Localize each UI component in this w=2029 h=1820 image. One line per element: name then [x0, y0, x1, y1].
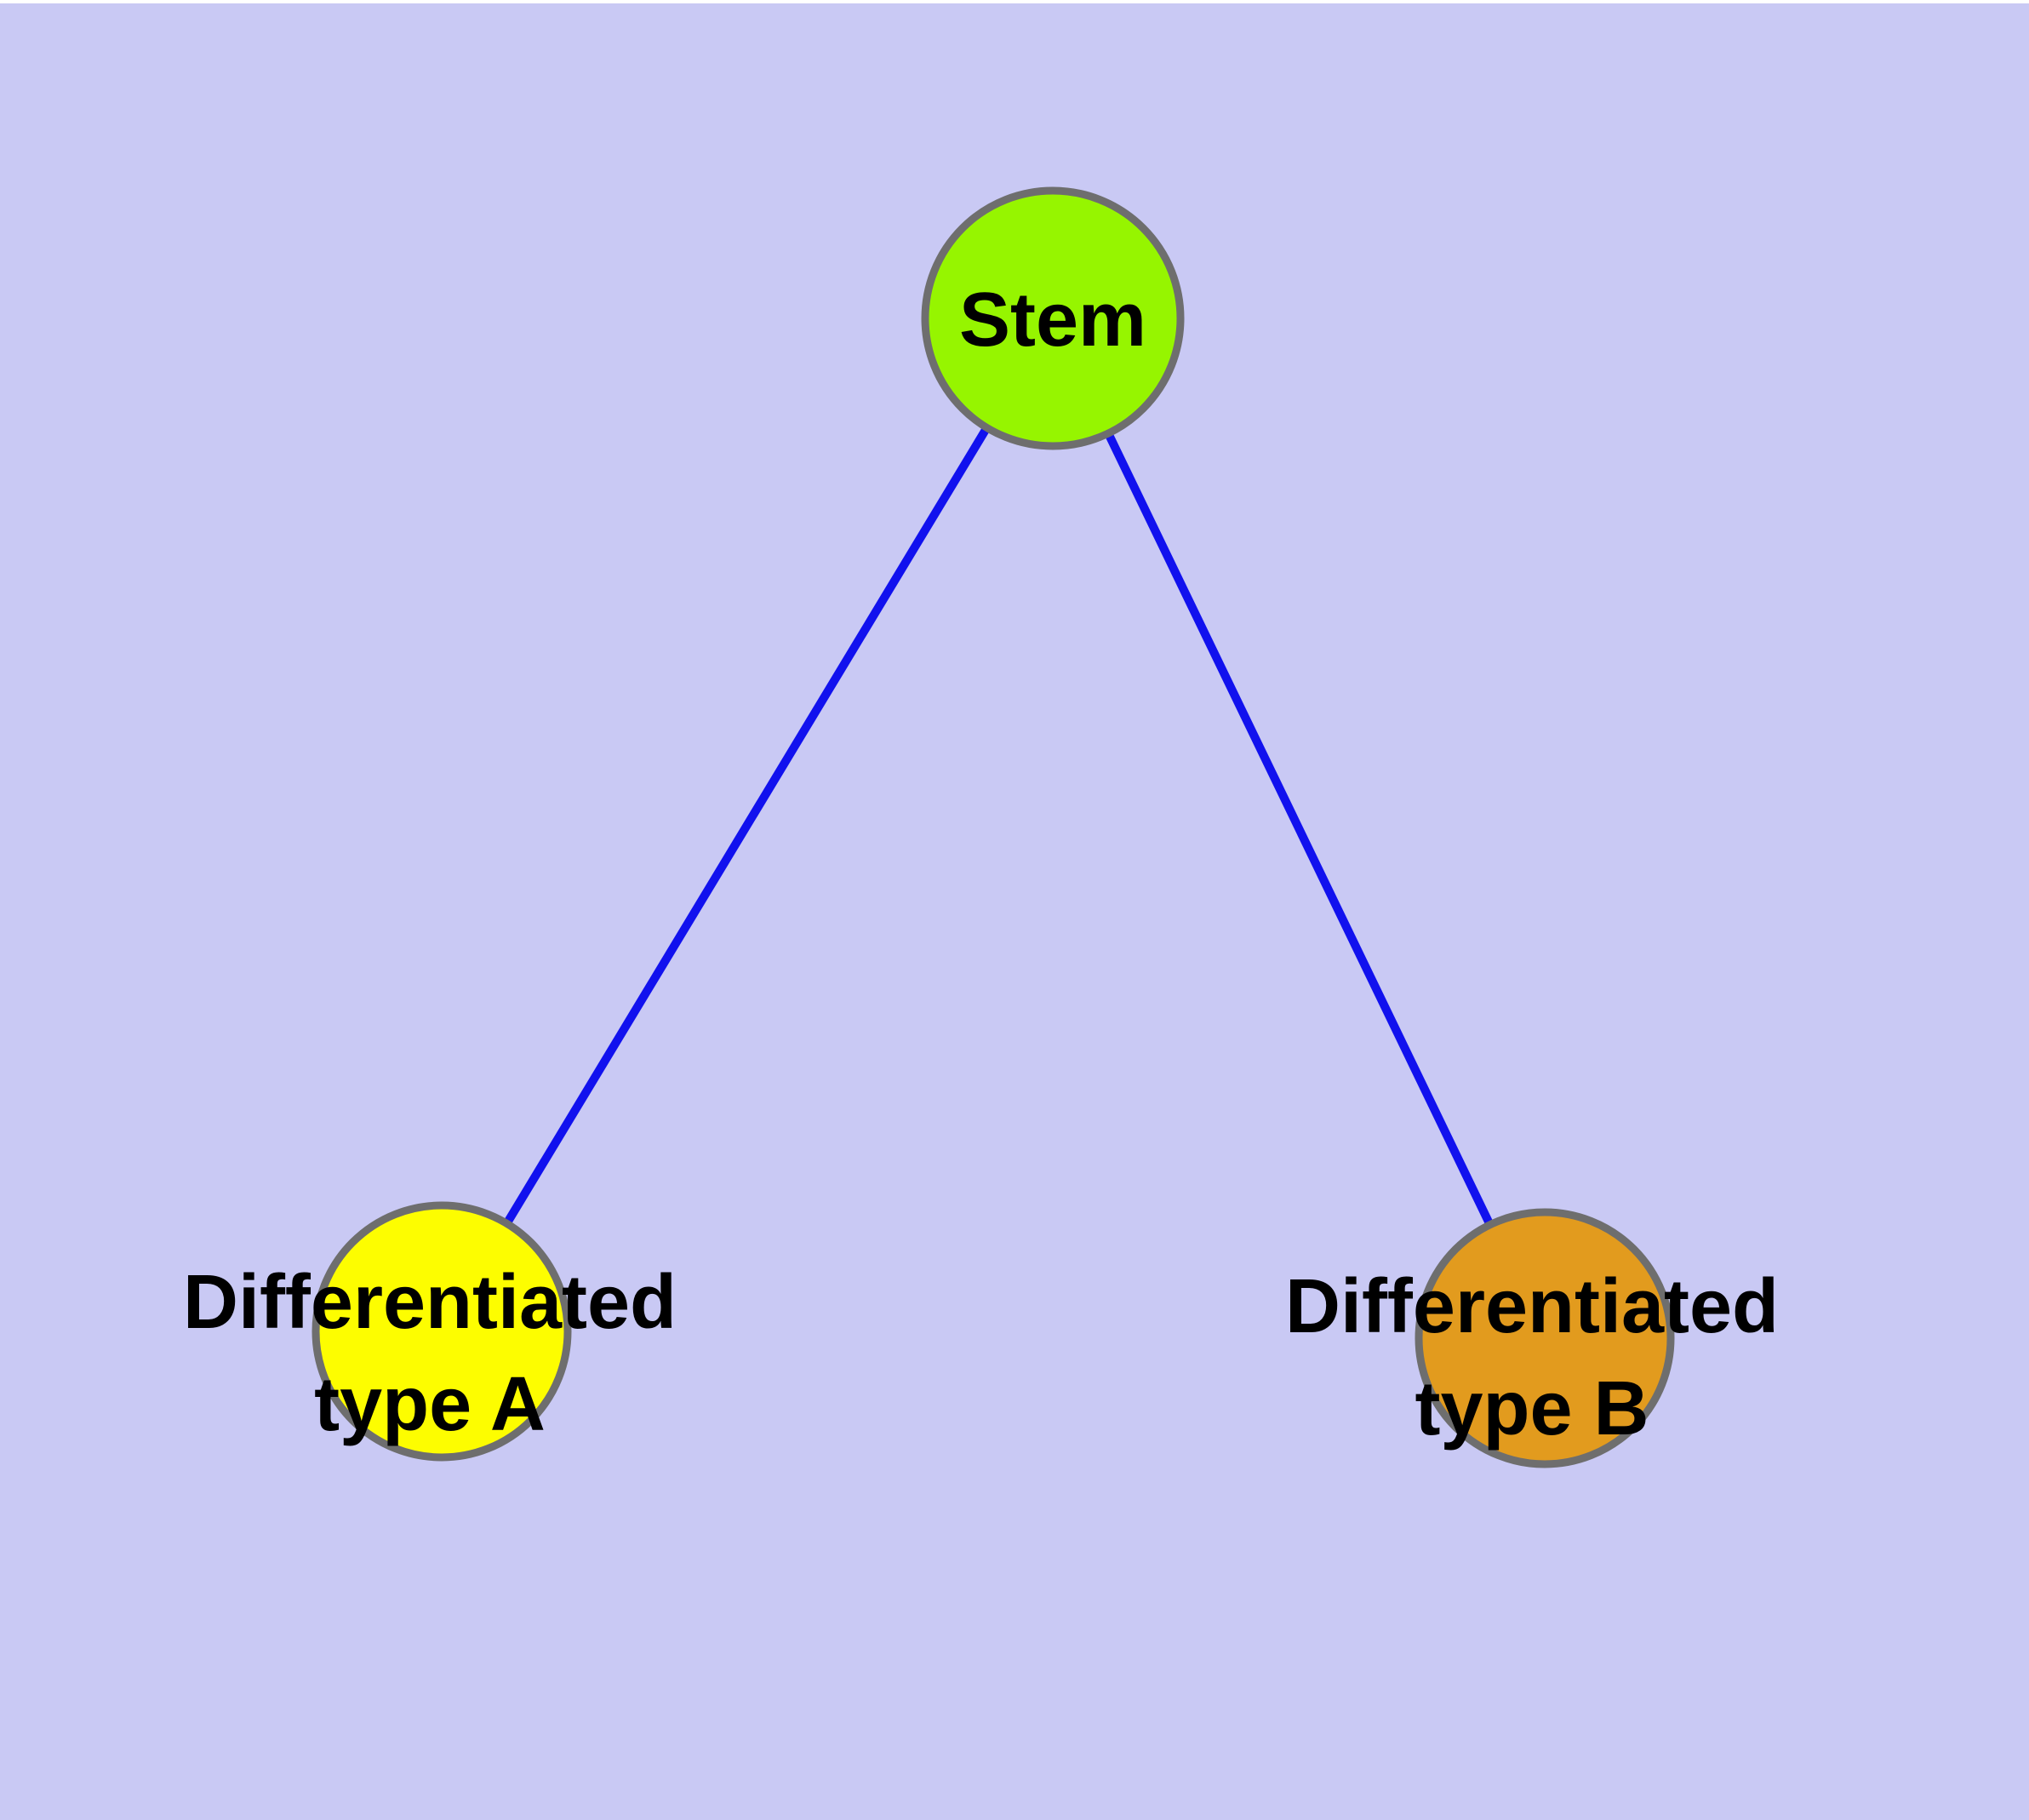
node-type-b-label-line1: Differentiated — [1285, 1264, 1779, 1349]
node-stem: Stem — [921, 186, 1185, 450]
edge-stem-to-type-b — [1049, 316, 1549, 1341]
node-type-a-label-line2: type A — [314, 1362, 546, 1447]
node-differentiated-type-b: Differentiated type B — [1285, 1208, 1779, 1468]
node-type-b-circle — [1415, 1208, 1675, 1468]
top-margin-strip — [0, 0, 2029, 3]
node-stem-circle — [921, 186, 1185, 450]
node-differentiated-type-a: Differentiated type A — [183, 1201, 677, 1462]
node-stem-label: Stem — [959, 278, 1146, 363]
node-type-b-label-line2: type B — [1415, 1366, 1649, 1451]
edge-stem-to-type-a — [437, 316, 1057, 1334]
node-type-a-circle — [311, 1201, 572, 1462]
node-type-a-label-line1: Differentiated — [183, 1260, 677, 1345]
